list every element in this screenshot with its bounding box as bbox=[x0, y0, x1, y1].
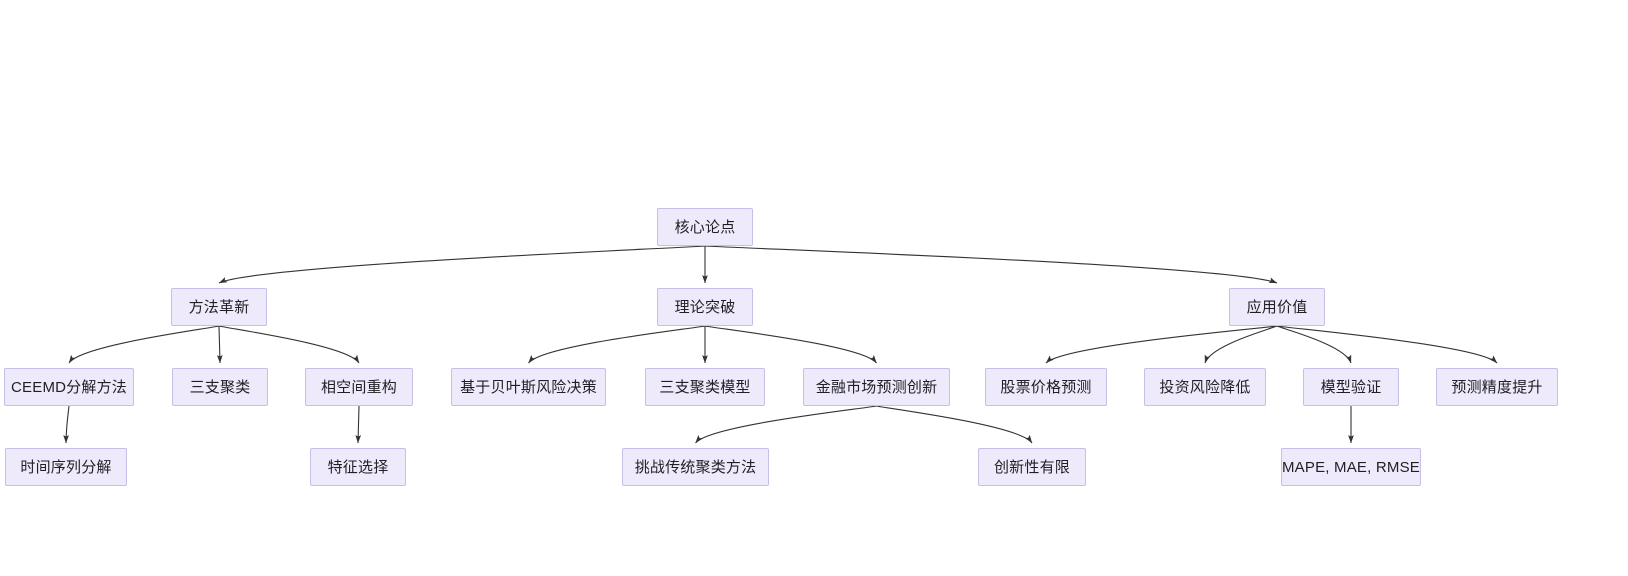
flow-node-label: 基于贝叶斯风险决策 bbox=[460, 378, 597, 396]
flow-node-challenge[interactable]: 挑战传统聚类方法 bbox=[622, 448, 769, 486]
flow-node-finance[interactable]: 金融市场预测创新 bbox=[803, 368, 950, 406]
flow-node-label: 核心论点 bbox=[674, 218, 736, 236]
flow-edge-finance-to-challenge bbox=[695, 405, 877, 444]
flow-node-risk[interactable]: 投资风险降低 bbox=[1144, 368, 1266, 406]
flow-edge-method-to-threeway bbox=[216, 325, 223, 364]
flow-node-label: 创新性有限 bbox=[993, 458, 1070, 476]
flow-edge-method-to-ceemd bbox=[68, 325, 220, 364]
flow-node-label: 时间序列分解 bbox=[20, 458, 112, 476]
flow-node-label: 理论突破 bbox=[674, 298, 736, 316]
flow-edge-ceemd-to-tsd bbox=[63, 405, 70, 444]
flow-edge-finance-to-limited bbox=[876, 405, 1033, 444]
flow-node-tsd[interactable]: 时间序列分解 bbox=[5, 448, 127, 486]
flow-node-twmodel[interactable]: 三支聚类模型 bbox=[645, 368, 765, 406]
flow-node-label: CEEMD分解方法 bbox=[11, 378, 127, 396]
flow-node-label: 相空间重构 bbox=[320, 378, 397, 396]
flow-node-label: 金融市场预测创新 bbox=[815, 378, 938, 396]
flow-node-metrics[interactable]: MAPE, MAE, RMSE bbox=[1281, 448, 1421, 486]
flow-node-label: 三支聚类 bbox=[189, 378, 251, 396]
flow-edge-method-to-phase bbox=[218, 325, 360, 364]
flow-node-label: 方法革新 bbox=[188, 298, 250, 316]
flow-node-label: 投资风险降低 bbox=[1159, 378, 1251, 396]
flow-node-threeway[interactable]: 三支聚类 bbox=[172, 368, 268, 406]
flow-node-label: 应用价值 bbox=[1246, 298, 1308, 316]
flow-node-label: 挑战传统聚类方法 bbox=[634, 458, 757, 476]
flow-edge-value-to-validate bbox=[1276, 325, 1352, 364]
flow-edge-theory-to-finance bbox=[704, 325, 877, 364]
flow-edge-value-to-risk bbox=[1204, 325, 1278, 364]
flow-node-label: 特征选择 bbox=[327, 458, 389, 476]
flow-node-bayes[interactable]: 基于贝叶斯风险决策 bbox=[451, 368, 606, 406]
flow-node-ceemd[interactable]: CEEMD分解方法 bbox=[4, 368, 134, 406]
flow-node-phase[interactable]: 相空间重构 bbox=[305, 368, 413, 406]
flow-node-method[interactable]: 方法革新 bbox=[171, 288, 267, 326]
flow-node-stock[interactable]: 股票价格预测 bbox=[985, 368, 1107, 406]
flow-node-feature[interactable]: 特征选择 bbox=[310, 448, 406, 486]
flow-edge-value-to-accuracy bbox=[1276, 325, 1498, 364]
flow-node-label: 三支聚类模型 bbox=[659, 378, 751, 396]
flow-node-validate[interactable]: 模型验证 bbox=[1303, 368, 1399, 406]
flow-edge-theory-to-bayes bbox=[528, 325, 706, 364]
flow-node-label: 预测精度提升 bbox=[1451, 378, 1543, 396]
flow-node-label: MAPE, MAE, RMSE bbox=[1281, 458, 1421, 476]
flow-edge-root-to-method bbox=[218, 245, 706, 284]
flow-node-accuracy[interactable]: 预测精度提升 bbox=[1436, 368, 1558, 406]
flow-node-label: 股票价格预测 bbox=[1000, 378, 1092, 396]
flow-edge-root-to-value bbox=[704, 245, 1278, 284]
flow-node-label: 模型验证 bbox=[1320, 378, 1382, 396]
flow-edge-phase-to-feature bbox=[355, 405, 362, 444]
flow-node-root[interactable]: 核心论点 bbox=[657, 208, 753, 246]
flow-node-value[interactable]: 应用价值 bbox=[1229, 288, 1325, 326]
flow-edge-value-to-stock bbox=[1045, 325, 1278, 364]
flow-node-limited[interactable]: 创新性有限 bbox=[978, 448, 1086, 486]
flow-node-theory[interactable]: 理论突破 bbox=[657, 288, 753, 326]
